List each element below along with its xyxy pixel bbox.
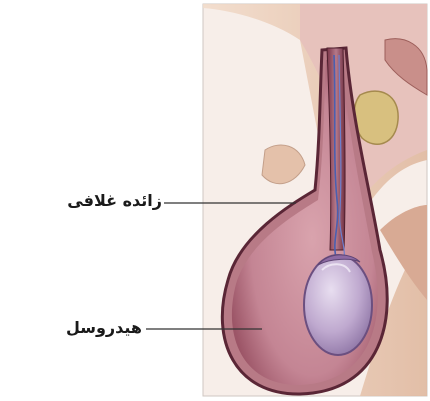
label-hydrocele: هیدروسل <box>30 318 142 338</box>
label-processus-vaginalis: زائده غلافی <box>30 191 162 211</box>
testis <box>304 255 372 355</box>
bone-section <box>354 91 398 144</box>
